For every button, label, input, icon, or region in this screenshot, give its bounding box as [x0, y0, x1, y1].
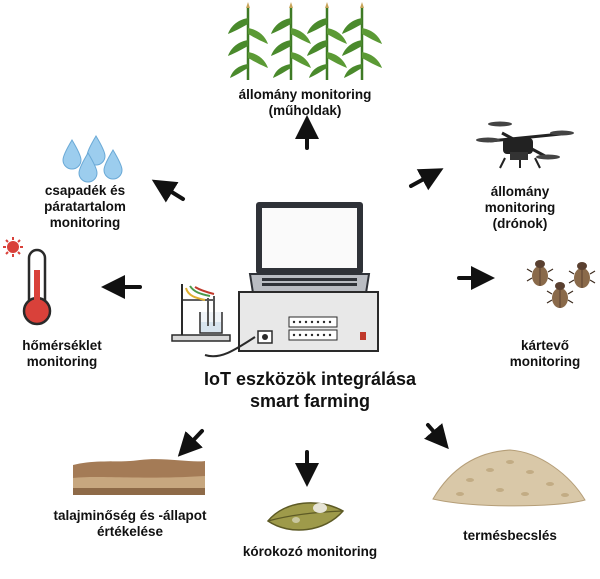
corn-plant: [307, 2, 347, 80]
arrow-down-left: [177, 429, 204, 457]
label-line: hőmérséklet: [22, 338, 102, 353]
center-title-line: IoT eszközök integrálása: [203, 369, 417, 389]
label-line: monitoring: [26, 354, 98, 369]
label-soil-assessment: talajminőség és -állapot értékelése: [20, 508, 240, 540]
label-line: páratartalom: [44, 199, 126, 214]
label-rain-humidity-monitoring: csapadék és páratartalom monitoring: [10, 183, 160, 231]
label-yield-estimation: termésbecslés: [445, 528, 575, 544]
label-line: csapadék és: [44, 183, 126, 198]
center-title-line: smart farming: [249, 391, 371, 411]
grain-pile-icon: [432, 449, 586, 507]
label-line: kórokozó monitoring: [242, 544, 378, 559]
water-drops-icon: [62, 135, 123, 183]
label-line: (műholdak): [268, 103, 342, 118]
lab-stand-base: [171, 334, 231, 342]
center-title: IoT eszközök integrálása smart farming: [150, 368, 470, 412]
label-satellite-monitoring: állomány monitoring (műholdak): [220, 87, 390, 119]
label-line: kártevő: [520, 338, 570, 353]
label-line: monitoring: [484, 200, 556, 215]
beetle: [526, 260, 554, 286]
label-line: állomány: [490, 184, 550, 199]
corn-plant: [271, 2, 311, 80]
label-line: monitoring: [509, 354, 581, 369]
label-drone-monitoring: állomány monitoring (drónok): [450, 184, 590, 232]
beetle: [546, 282, 574, 308]
label-line: állomány monitoring: [238, 87, 372, 102]
corn-plant: [228, 2, 268, 80]
label-pathogen-monitoring: kórokozó monitoring: [220, 544, 400, 560]
corn-plants-icon: [228, 2, 382, 80]
thermometer-icon: [3, 237, 52, 326]
arrow-up-right: [409, 168, 444, 191]
label-pest-monitoring: kártevő monitoring: [495, 338, 595, 370]
corn-plant: [342, 2, 382, 80]
arrows: [101, 115, 495, 487]
drone-icon: [476, 121, 574, 169]
label-line: termésbecslés: [463, 528, 557, 543]
label-line: monitoring: [49, 215, 121, 230]
label-line: értékelése: [96, 524, 164, 539]
arrow-down-right: [424, 423, 449, 450]
soil-layer-icon: [73, 459, 205, 495]
sun-icon: [3, 237, 23, 257]
label-line: talajminőség és -állapot: [53, 508, 207, 523]
label-line: (drónok): [492, 216, 548, 231]
beetle: [568, 262, 596, 288]
arrow-up-left: [151, 179, 185, 203]
leaf-icon: [266, 502, 345, 531]
label-temperature-monitoring: hőmérséklet monitoring: [2, 338, 122, 370]
iot-device-illustration: [171, 202, 379, 358]
beetles-icon: [526, 260, 596, 308]
